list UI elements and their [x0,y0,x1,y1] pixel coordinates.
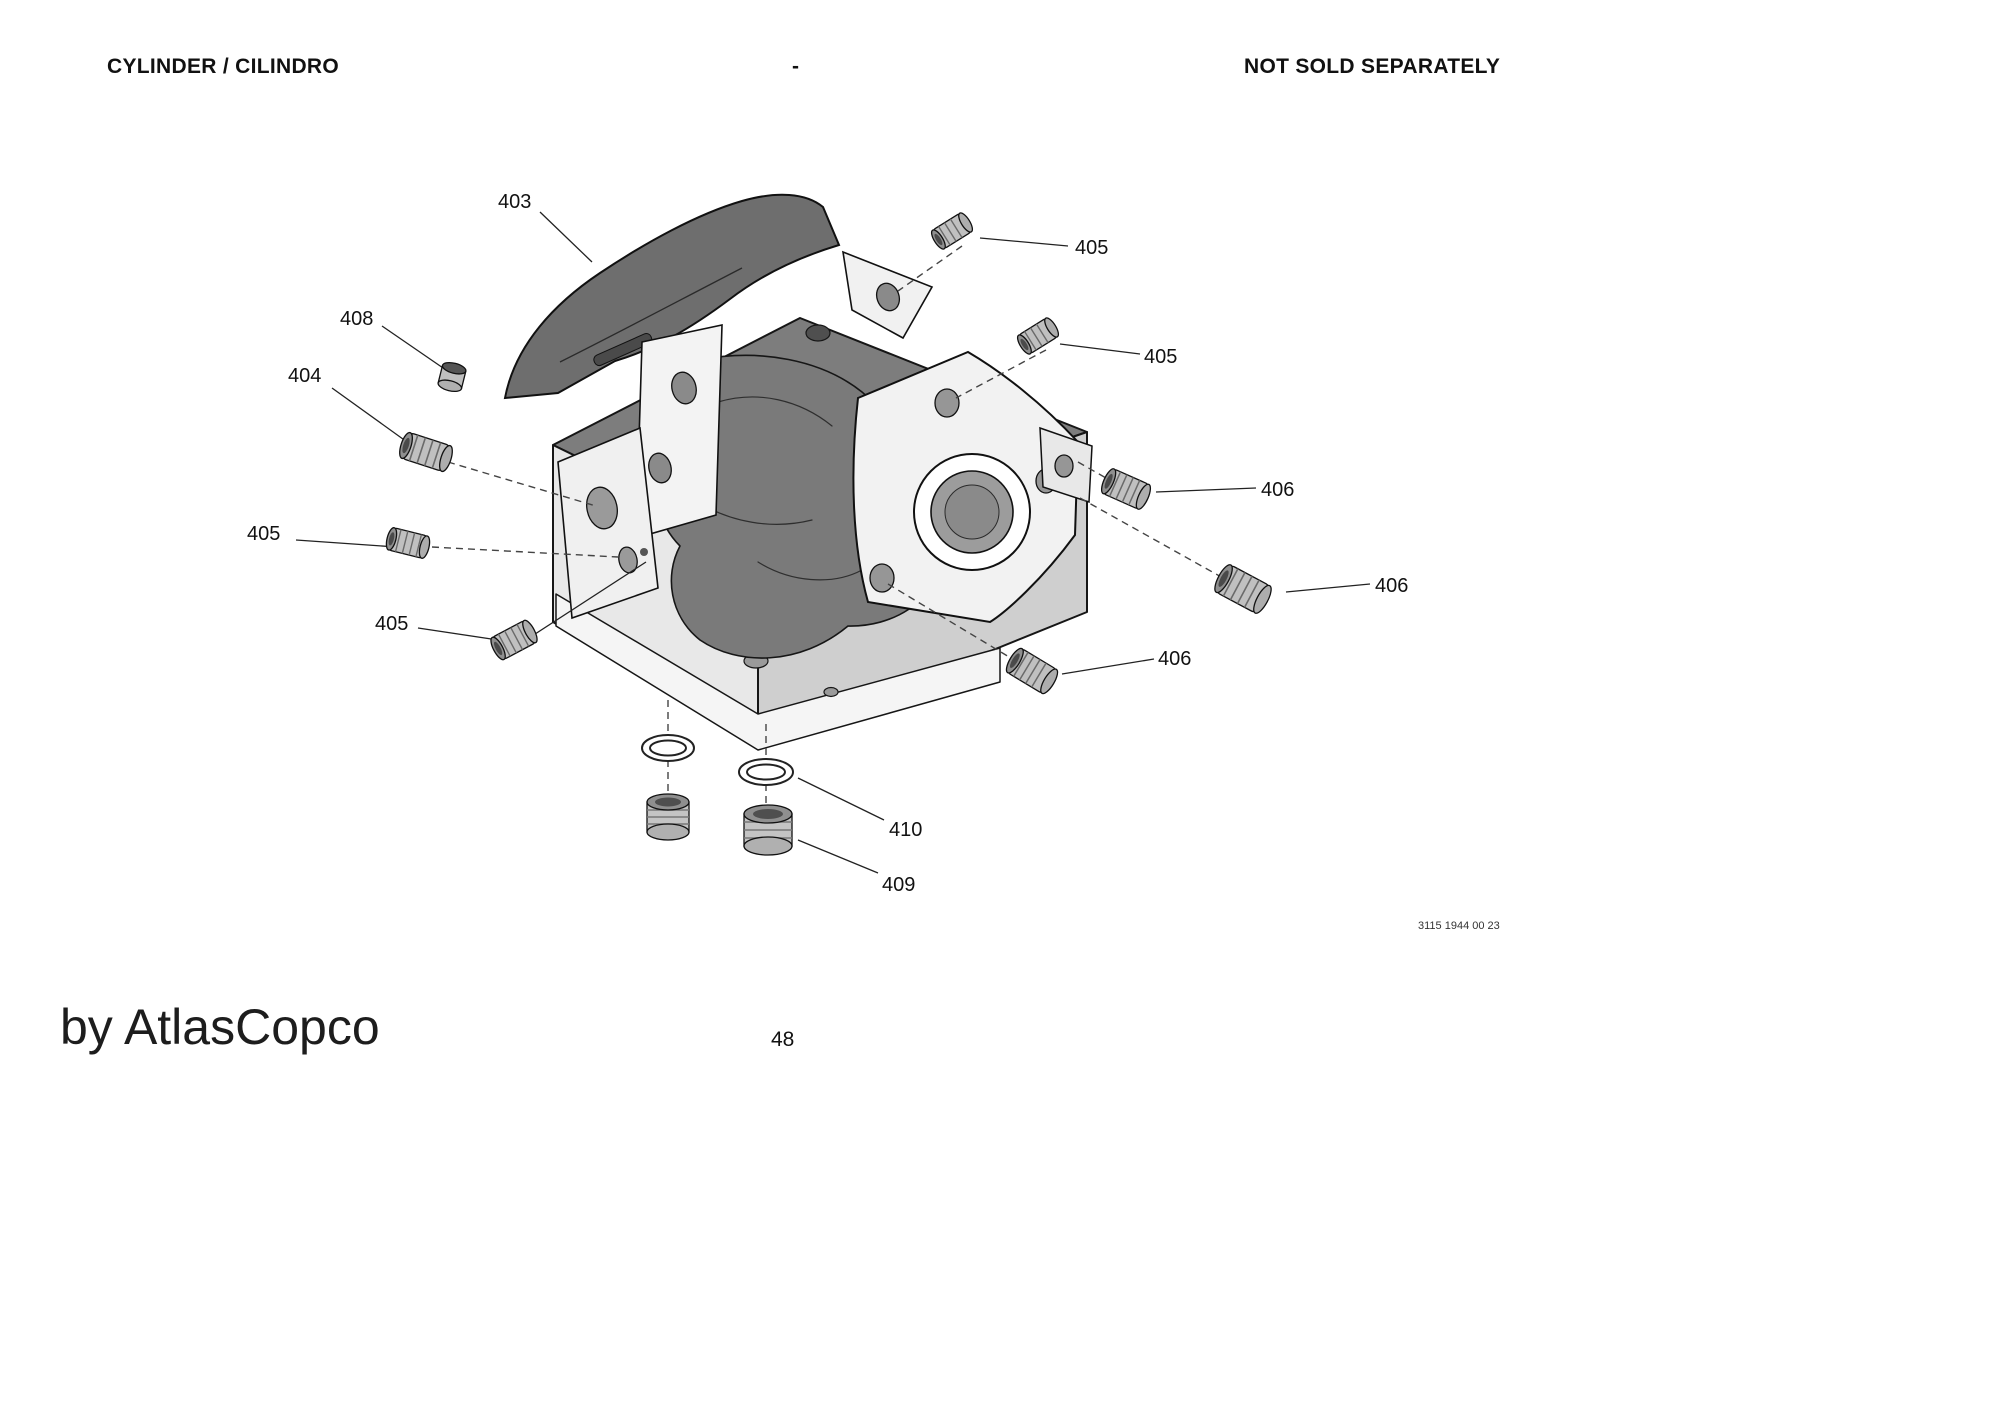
o-ring-left [641,734,695,762]
part-405-set-screw-bottom-left [490,619,538,661]
document-code: 3115 1944 00 23 [1418,920,1500,932]
part-406-set-screw-lower [1005,647,1059,695]
part-409-threaded-plug [743,804,793,856]
gasket-face [557,426,659,620]
part-406-set-screw-middle [1214,564,1272,614]
part-410-o-ring [738,758,794,786]
part-callout-410: 410 [889,819,923,841]
part-405-set-screw-top-right [930,212,974,250]
header-separator: - [792,55,800,78]
part-404-set-screw [399,431,453,473]
part-callout-404: 404 [288,365,322,387]
part-405-set-screw-right [1016,317,1060,355]
part-406-set-screw-upper [1100,468,1152,510]
part-405-set-screw-left [385,527,431,559]
part-callout-405-a: 405 [1075,237,1109,259]
page-number: 48 [771,1028,795,1051]
part-callout-408: 408 [340,308,374,330]
part-callout-406-a: 406 [1261,479,1295,501]
callout-leader-lines [295,211,1371,874]
brand-text: by AtlasCopco [60,999,380,1055]
part-callout-405-c: 405 [247,523,281,545]
main-bore-flange [852,350,1093,624]
part-callout-409: 409 [882,874,916,896]
not-sold-separately-label: NOT SOLD SEPARATELY [1244,55,1501,78]
center-bracket [635,324,723,540]
part-callout-403: 403 [498,191,532,213]
part-403-cap [503,193,841,400]
threaded-plug-left [646,793,690,841]
top-corner-flange [841,250,934,340]
part-408-plug [437,361,467,393]
page-title: CYLINDER / CILINDRO [107,55,340,78]
part-callout-406-c: 406 [1158,648,1192,670]
part-callout-405-b: 405 [1144,346,1178,368]
part-callout-406-b: 406 [1375,575,1409,597]
part-callout-405-d: 405 [375,613,409,635]
